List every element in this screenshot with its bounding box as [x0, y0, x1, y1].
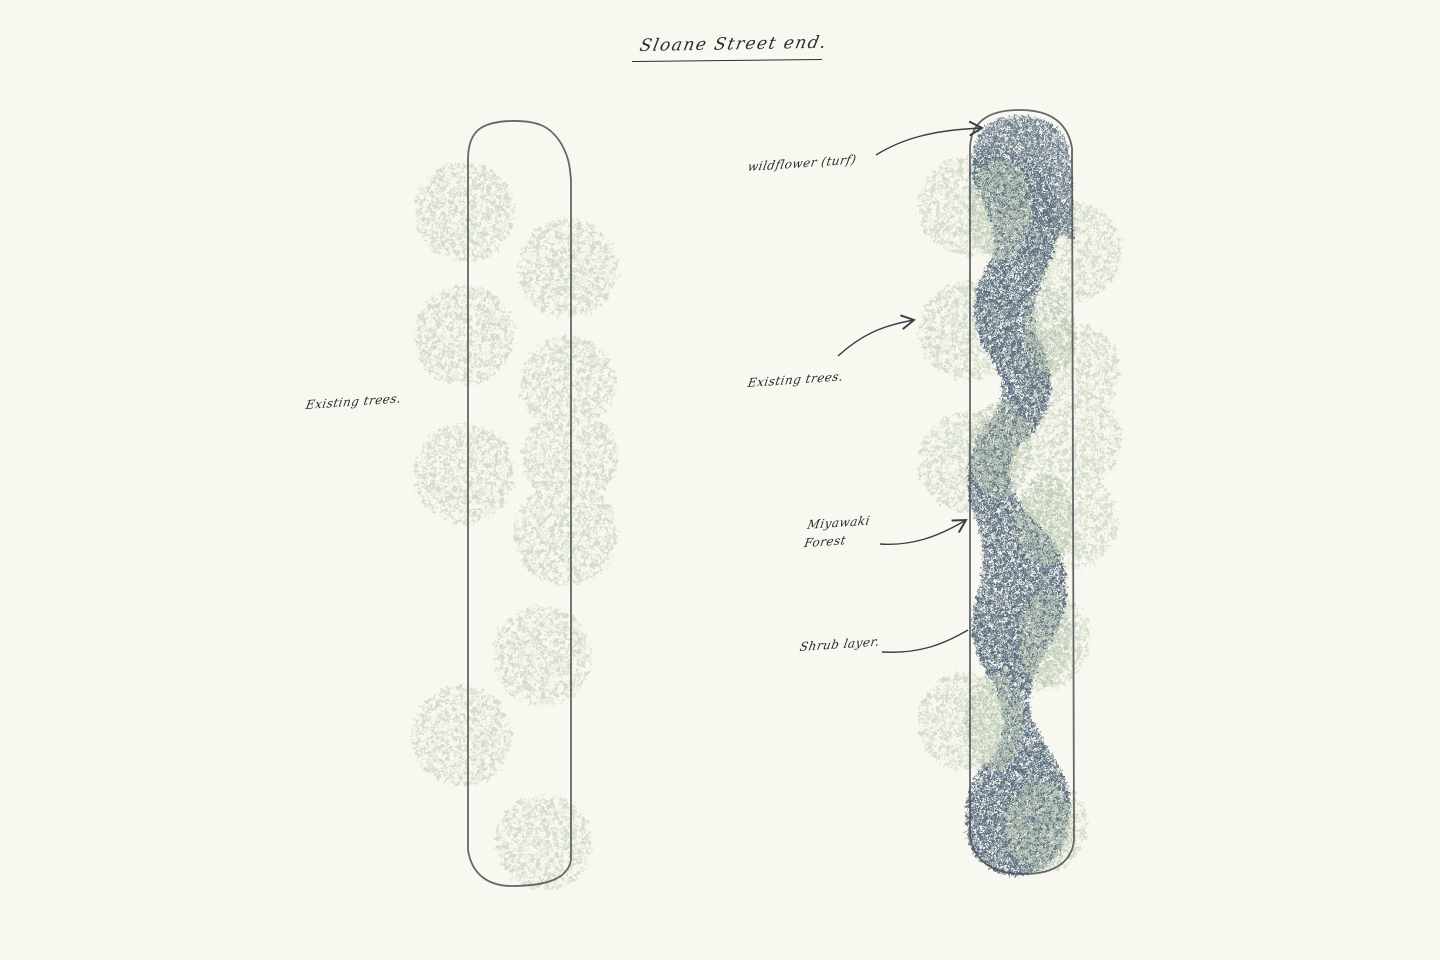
tree-canopy-icon: [518, 218, 618, 318]
tree-canopy-icon: [496, 794, 592, 890]
shrub-canopy-icon: [968, 160, 1032, 260]
right-plan: [837, 109, 1122, 876]
tree-canopy-icon: [414, 286, 514, 386]
shrub-canopy-icon: [965, 674, 1025, 770]
tree-canopy-icon: [412, 686, 512, 786]
left-planting-bed-outline: [467, 120, 572, 887]
arrow-wildflower: [875, 120, 985, 156]
shrub-layer: [965, 160, 1076, 870]
shrub-canopy-icon: [1024, 286, 1076, 374]
tree-canopy-icon: [414, 162, 514, 262]
shrub-canopy-icon: [1017, 474, 1073, 566]
arrow-existing-trees: [837, 314, 916, 357]
tree-canopy-icon: [1026, 392, 1122, 488]
tree-canopy-icon: [492, 606, 592, 706]
left-plan: [412, 120, 618, 890]
tree-canopy-icon: [520, 336, 616, 432]
shrub-canopy-icon: [1019, 594, 1071, 686]
left-existing-trees: [412, 162, 618, 890]
shrub-canopy-icon: [1006, 782, 1074, 870]
label-miyawaki-forest: Miyawaki Forest: [803, 513, 872, 551]
right-planting-bed-outline: [969, 109, 1075, 875]
tree-canopy-icon: [514, 482, 618, 586]
shrub-canopy-icon: [968, 402, 1032, 498]
tree-canopy-icon: [414, 424, 514, 524]
sheet-title: Sloane Street end.: [638, 32, 830, 57]
arrow-shrub-layer: [881, 629, 969, 653]
tree-canopy-icon: [522, 408, 618, 504]
arrow-miyawaki: [879, 518, 968, 545]
